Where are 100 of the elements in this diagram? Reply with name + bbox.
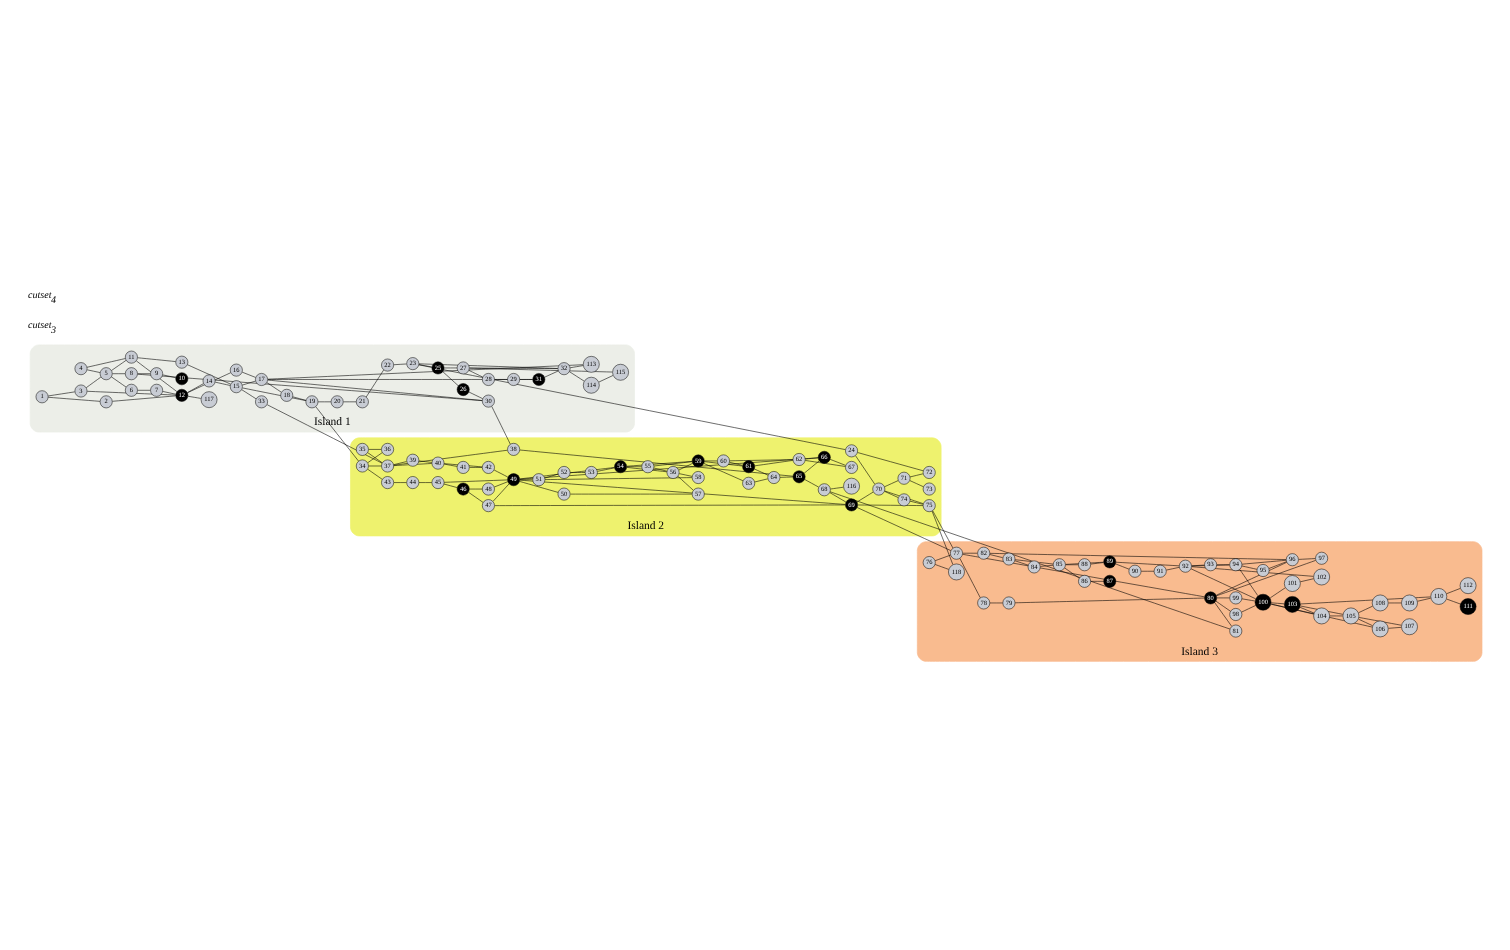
connector xyxy=(804,479,819,488)
connector xyxy=(87,391,176,396)
connector xyxy=(292,396,307,401)
connector xyxy=(779,476,794,478)
connector xyxy=(626,466,642,467)
connector xyxy=(626,467,668,473)
connector xyxy=(1271,602,1285,605)
connector xyxy=(137,373,483,401)
connector xyxy=(519,481,559,493)
connector xyxy=(468,370,483,378)
connector xyxy=(1299,607,1315,614)
connector xyxy=(443,479,508,483)
connector xyxy=(1064,567,1080,579)
connector xyxy=(677,475,694,491)
connector xyxy=(1241,605,1256,613)
connector xyxy=(187,383,204,393)
connector xyxy=(1446,598,1461,605)
connector xyxy=(315,406,359,462)
connector xyxy=(1300,596,1431,605)
connector xyxy=(187,364,231,385)
connector xyxy=(1090,581,1104,582)
connector xyxy=(1115,563,1130,570)
connector xyxy=(805,457,819,460)
connector xyxy=(393,463,433,466)
connector xyxy=(1190,568,1256,600)
connector xyxy=(443,483,458,488)
connector xyxy=(829,492,847,503)
connector xyxy=(266,404,383,464)
connector xyxy=(162,374,176,378)
connector xyxy=(989,553,1287,560)
connector xyxy=(805,460,846,467)
connector xyxy=(829,459,846,466)
connector xyxy=(1270,603,1314,615)
connector xyxy=(1215,600,1231,612)
connector xyxy=(494,481,508,488)
connector xyxy=(468,491,484,503)
connector xyxy=(242,380,256,386)
connector xyxy=(857,504,924,506)
connector xyxy=(653,467,667,472)
connector xyxy=(934,554,951,561)
connector xyxy=(729,459,794,462)
connector xyxy=(442,371,459,386)
connector xyxy=(931,510,954,565)
connector xyxy=(418,460,433,463)
connector xyxy=(803,460,820,474)
connector xyxy=(494,379,508,380)
connector xyxy=(1014,597,1205,604)
connector xyxy=(443,367,458,369)
connector xyxy=(519,479,533,480)
connector xyxy=(469,467,483,468)
connector xyxy=(187,395,202,399)
connector xyxy=(704,460,718,462)
connector xyxy=(112,395,176,402)
connector xyxy=(365,369,384,398)
connector xyxy=(754,468,769,476)
connector xyxy=(469,367,613,373)
connector xyxy=(678,463,693,471)
connector xyxy=(494,504,846,506)
connector xyxy=(187,372,231,394)
connector xyxy=(162,391,176,395)
connector xyxy=(703,463,744,482)
connector xyxy=(1214,602,1232,627)
connector xyxy=(1090,562,1104,565)
connector xyxy=(856,507,952,551)
connector xyxy=(856,491,874,503)
connector xyxy=(136,360,178,392)
connector xyxy=(909,500,924,505)
connector xyxy=(597,467,615,472)
connector xyxy=(1239,569,1259,596)
connector xyxy=(884,491,899,498)
connector xyxy=(932,510,954,549)
connector xyxy=(469,488,483,490)
connector xyxy=(393,461,407,465)
connector xyxy=(493,469,509,478)
connector xyxy=(468,391,483,399)
connector xyxy=(469,367,559,369)
connector xyxy=(569,472,586,473)
connector xyxy=(626,461,693,467)
connector xyxy=(1241,559,1287,565)
connector xyxy=(829,491,1231,630)
connector xyxy=(1241,598,1256,602)
connector xyxy=(544,370,559,378)
connector xyxy=(367,452,383,464)
connector xyxy=(1269,587,1286,599)
connector xyxy=(729,461,743,466)
connector xyxy=(492,483,510,502)
connector xyxy=(519,379,533,380)
connector xyxy=(443,463,458,467)
connector xyxy=(1216,597,1230,599)
connector xyxy=(544,473,559,479)
connector xyxy=(704,461,743,467)
connector xyxy=(1216,564,1230,566)
connector xyxy=(1115,561,1180,567)
connector xyxy=(242,387,307,401)
connector xyxy=(1329,615,1343,617)
connector xyxy=(1300,605,1344,615)
connector xyxy=(754,460,794,467)
connector xyxy=(1014,559,1054,565)
connector xyxy=(266,382,282,393)
connector xyxy=(544,477,693,480)
